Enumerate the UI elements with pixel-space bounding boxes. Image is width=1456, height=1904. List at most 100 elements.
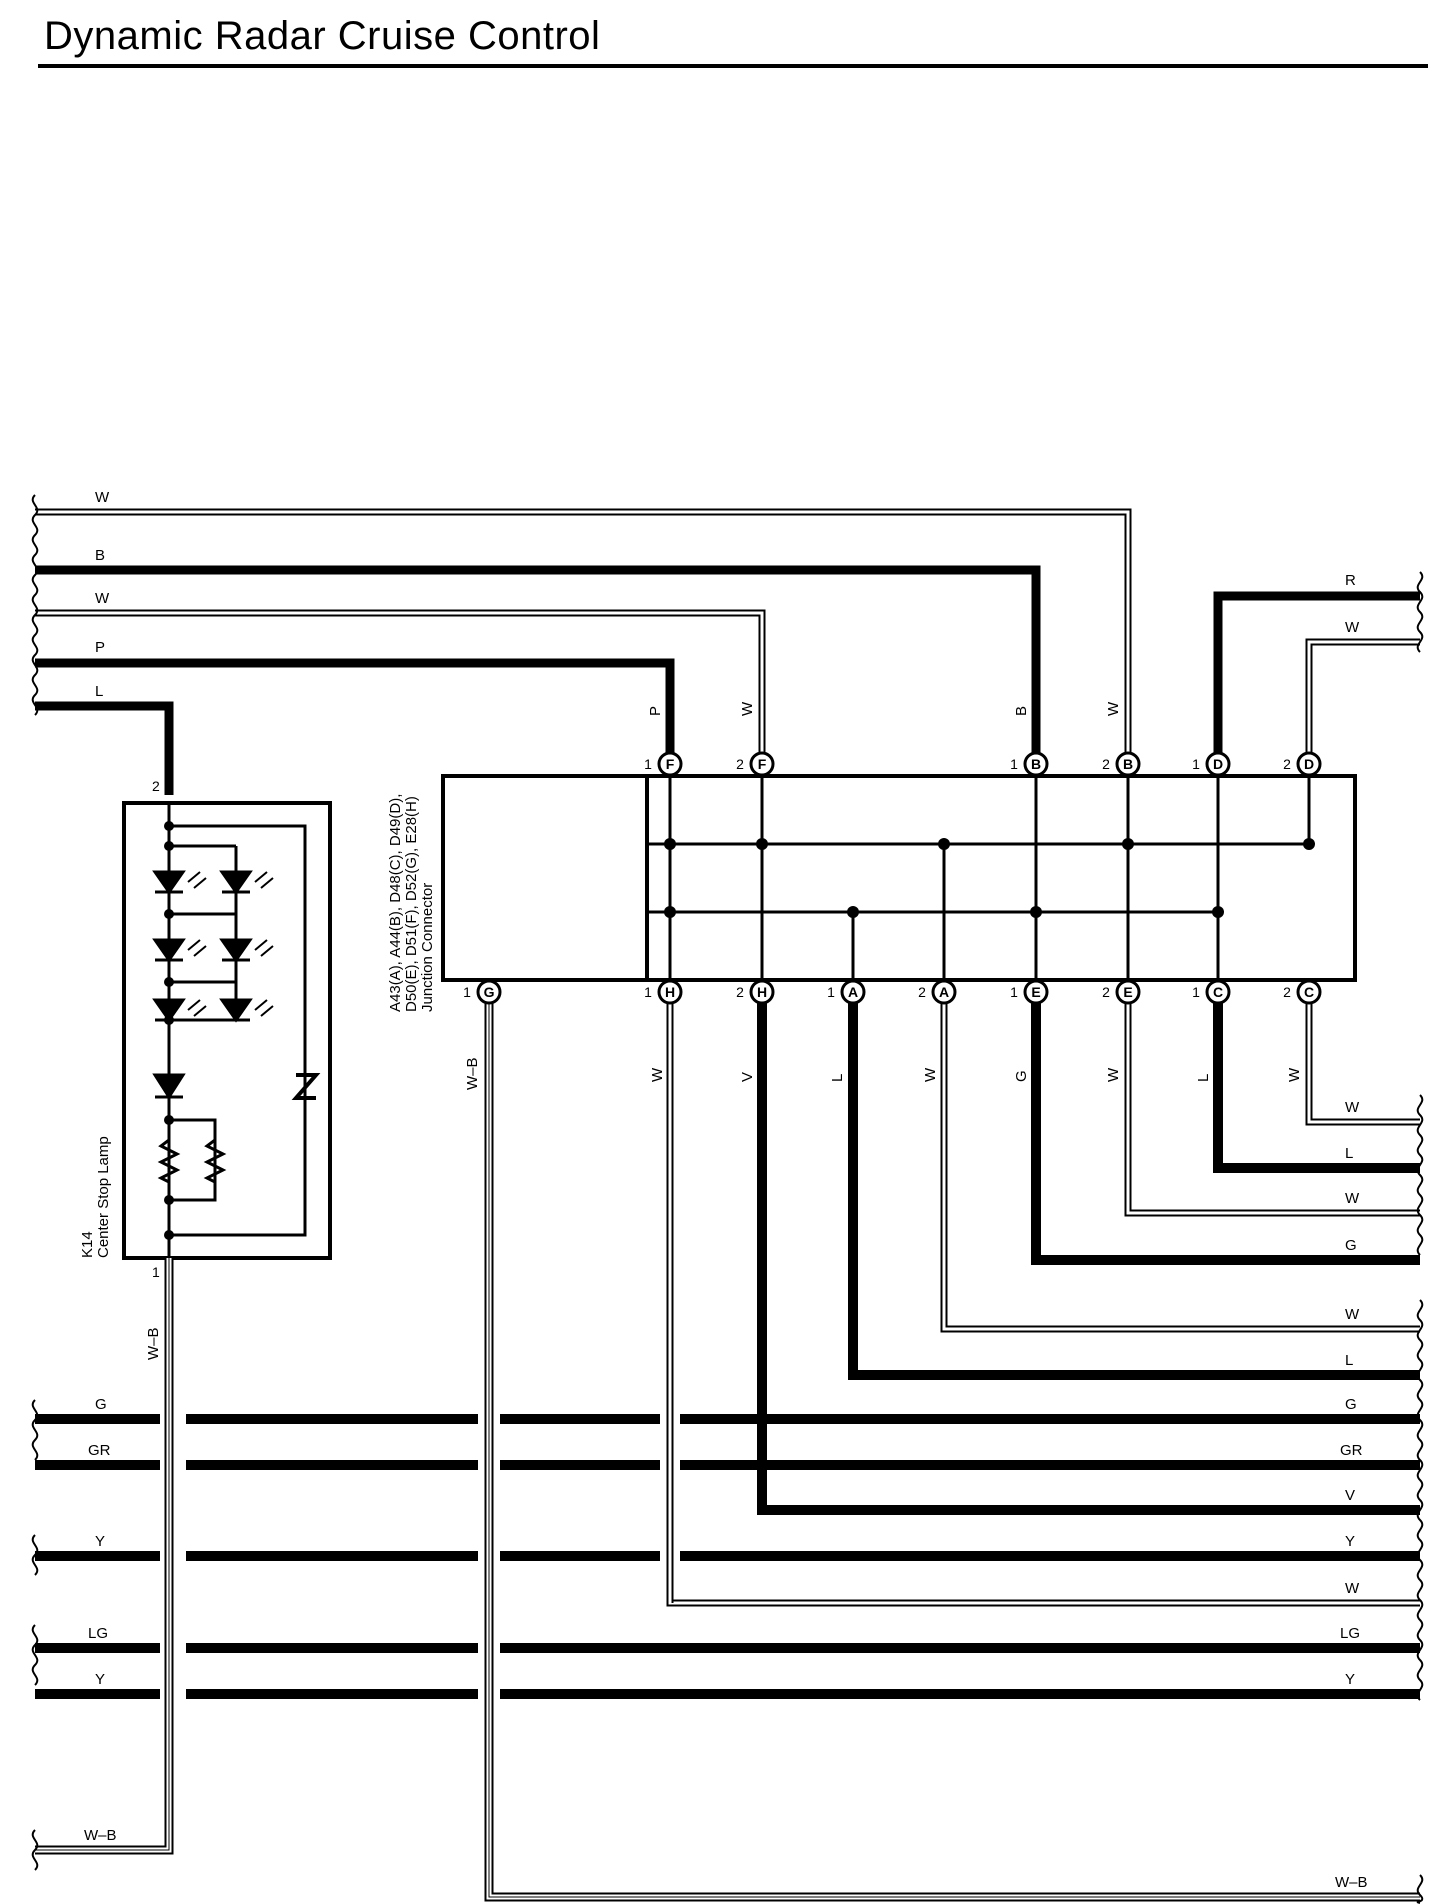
pin-letter: A bbox=[939, 984, 949, 1000]
pin-letter: E bbox=[1123, 984, 1132, 1000]
pin-letter: H bbox=[757, 984, 767, 1000]
lamp-id: K14 bbox=[79, 1231, 96, 1258]
left-label: L bbox=[95, 683, 103, 700]
wire-label: W–B bbox=[145, 1327, 162, 1360]
pin-num: 1 bbox=[1010, 984, 1018, 1000]
bottom-pins: G 1 H 1 H 2 A 1 A 2 E 1 E 2 C 1 C 2 bbox=[463, 979, 1322, 1005]
zener-diode bbox=[291, 1073, 321, 1100]
bus-label: Y bbox=[95, 1671, 105, 1688]
page-title: Dynamic Radar Cruise Control bbox=[44, 14, 601, 58]
wire-label: W bbox=[1105, 701, 1122, 716]
wire-l-a bbox=[848, 1000, 1420, 1380]
pin-num: 1 bbox=[1192, 984, 1200, 1000]
lamp-name: Center Stop Lamp bbox=[95, 1136, 112, 1258]
lamp-pin-bottom: 1 bbox=[152, 1264, 160, 1280]
junction-label-2: D50(E), D51(F), D52(G), E28(H) bbox=[403, 796, 420, 1012]
pin-letter: B bbox=[1123, 756, 1133, 772]
left-label: P bbox=[95, 639, 105, 656]
pin-letter: F bbox=[758, 756, 767, 772]
wire-label: W bbox=[649, 1067, 666, 1082]
right-label: Y bbox=[1345, 1671, 1355, 1688]
wire-w-c bbox=[1305, 1000, 1420, 1126]
junction-connector-box bbox=[441, 774, 1357, 982]
wire-w-2 bbox=[35, 609, 766, 758]
wire-label: L bbox=[1195, 1074, 1212, 1082]
wire-label: G bbox=[1013, 1070, 1030, 1082]
wire-label: W bbox=[1286, 1067, 1303, 1082]
junction-label-1: A43(A), A44(B), D48(C), D49(D), bbox=[387, 794, 404, 1012]
left-label: B bbox=[95, 547, 105, 564]
pin-num: 1 bbox=[463, 984, 471, 1000]
pin-num: 2 bbox=[736, 756, 744, 772]
left-label: W bbox=[95, 489, 110, 506]
pin-letter: B bbox=[1031, 756, 1041, 772]
wire-g-e bbox=[1031, 1000, 1420, 1265]
resistor-1 bbox=[157, 1138, 181, 1184]
right-label: W bbox=[1345, 1580, 1360, 1597]
break-marks bbox=[31, 494, 1424, 1904]
right-label: G bbox=[1345, 1396, 1357, 1413]
junction-label-3: Junction Connector bbox=[419, 883, 436, 1012]
pin-num: 2 bbox=[1102, 756, 1110, 772]
resistor-2 bbox=[203, 1138, 227, 1184]
right-label: G bbox=[1345, 1237, 1357, 1254]
wire-b-top bbox=[35, 565, 1041, 758]
wire-label: V bbox=[739, 1072, 756, 1082]
right-label: L bbox=[1345, 1145, 1353, 1162]
wire-label: W bbox=[1105, 1067, 1122, 1082]
pin-letter: H bbox=[665, 984, 675, 1000]
right-label: R bbox=[1345, 572, 1356, 589]
wire-p bbox=[35, 658, 675, 758]
pin-num: 1 bbox=[827, 984, 835, 1000]
wire-wb-g bbox=[484, 1000, 1420, 1902]
wire-l-c bbox=[1213, 1000, 1420, 1173]
pin-num: 1 bbox=[1010, 756, 1018, 772]
wire-label: W bbox=[922, 1067, 939, 1082]
bus-label: Y bbox=[95, 1533, 105, 1550]
pin-num: 2 bbox=[918, 984, 926, 1000]
pin-letter: A bbox=[848, 984, 858, 1000]
pin-letter: D bbox=[1304, 756, 1314, 772]
pin-letter: F bbox=[666, 756, 675, 772]
pin-num: 2 bbox=[736, 984, 744, 1000]
right-label: L bbox=[1345, 1352, 1353, 1369]
top-pins: F 1 F 2 B 1 B 2 D 1 D 2 bbox=[644, 751, 1322, 777]
right-label: V bbox=[1345, 1487, 1355, 1504]
wire-label: B bbox=[1013, 706, 1030, 716]
pin-letter: G bbox=[484, 984, 495, 1000]
pin-letter: D bbox=[1213, 756, 1223, 772]
bottom-left-label: W–B bbox=[84, 1827, 117, 1844]
wire-w-right-top bbox=[1305, 638, 1420, 758]
pin-num: 2 bbox=[1102, 984, 1110, 1000]
right-label: LG bbox=[1340, 1625, 1360, 1642]
left-label: W bbox=[95, 590, 110, 607]
bottom-right-label: W–B bbox=[1335, 1874, 1368, 1891]
pin-num: 1 bbox=[644, 756, 652, 772]
bus-label: GR bbox=[88, 1442, 111, 1459]
right-label: W bbox=[1345, 1190, 1360, 1207]
title-rule bbox=[38, 64, 1428, 68]
pin-num: 2 bbox=[1283, 984, 1291, 1000]
right-label: W bbox=[1345, 619, 1360, 636]
pin-letter: C bbox=[1213, 984, 1223, 1000]
pin-letter: E bbox=[1031, 984, 1040, 1000]
pin-num: 1 bbox=[644, 984, 652, 1000]
wire-w-e bbox=[1124, 1000, 1420, 1217]
right-label: W bbox=[1345, 1099, 1360, 1116]
bus-label: G bbox=[95, 1396, 107, 1413]
pin-num: 1 bbox=[1192, 756, 1200, 772]
right-label: Y bbox=[1345, 1533, 1355, 1550]
wire-r bbox=[1213, 591, 1420, 758]
wire-label: L bbox=[829, 1074, 846, 1082]
wire-l-lamp bbox=[35, 701, 174, 795]
wire-label: W bbox=[739, 701, 756, 716]
right-label: GR bbox=[1340, 1442, 1363, 1459]
right-label: W bbox=[1345, 1306, 1360, 1323]
wire-label: P bbox=[647, 706, 664, 716]
pin-letter: C bbox=[1304, 984, 1314, 1000]
wire-w-top bbox=[35, 508, 1132, 758]
wire-label: W–B bbox=[464, 1057, 481, 1090]
lamp-pin-top: 2 bbox=[152, 778, 160, 794]
bus-label: LG bbox=[88, 1625, 108, 1642]
